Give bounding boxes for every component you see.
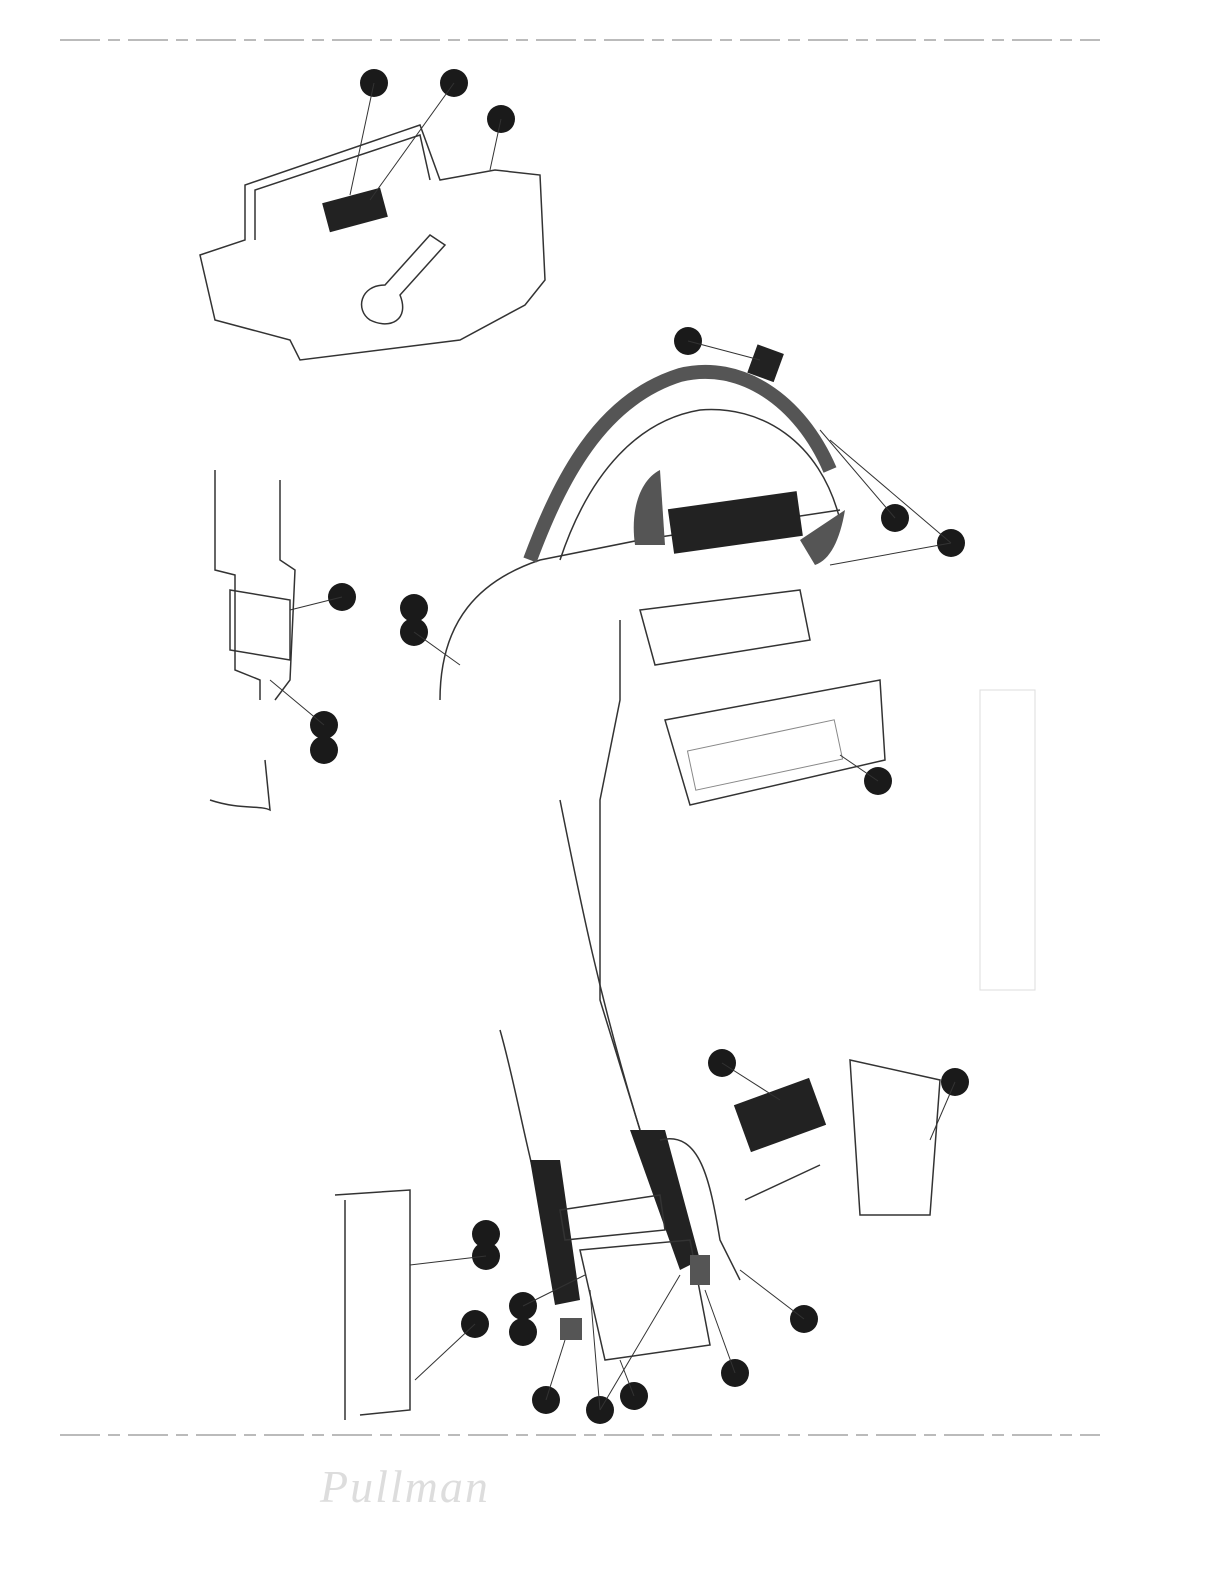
detail-left-section: [209, 470, 296, 812]
main-curved-assembly: [439, 344, 886, 1261]
detail-bottom-assembly: [334, 1059, 941, 1420]
leader-lines: [269, 82, 956, 1411]
callout-markers: [310, 69, 969, 1424]
pullman-logo: Pullman: [320, 1461, 490, 1512]
detail-top-assembly: [199, 124, 546, 361]
faint-right-box: [979, 689, 1036, 991]
